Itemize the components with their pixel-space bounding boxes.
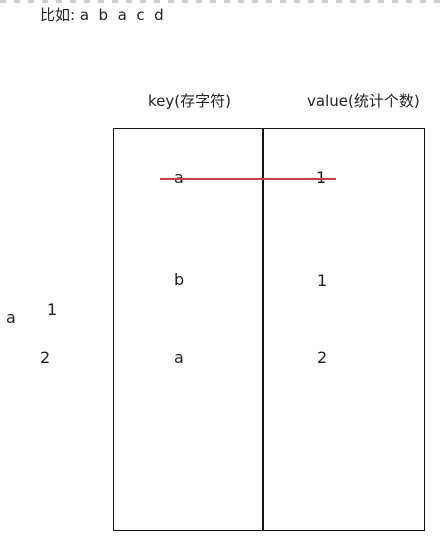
- row-3-key: a: [174, 348, 184, 367]
- example-sequence-text: 比如: a b a c d: [40, 6, 164, 24]
- side-note-count-before: 1: [47, 300, 58, 319]
- side-note-count-after: 2: [40, 348, 51, 367]
- row-3-value: 2: [317, 348, 328, 367]
- row-1-value: 1: [316, 170, 326, 186]
- row-2-key: b: [174, 270, 185, 289]
- value-column-header: value(统计个数): [307, 92, 420, 110]
- row-1-strikethrough-line: [160, 178, 336, 180]
- key-column-header: key(存字符): [148, 92, 231, 110]
- top-dashed-border: [0, 0, 446, 3]
- row-2-value: 1: [317, 271, 328, 290]
- row-1-key: a: [174, 170, 184, 186]
- side-note-char: a: [6, 308, 16, 327]
- column-divider: [262, 128, 264, 531]
- key-value-table: [113, 128, 425, 531]
